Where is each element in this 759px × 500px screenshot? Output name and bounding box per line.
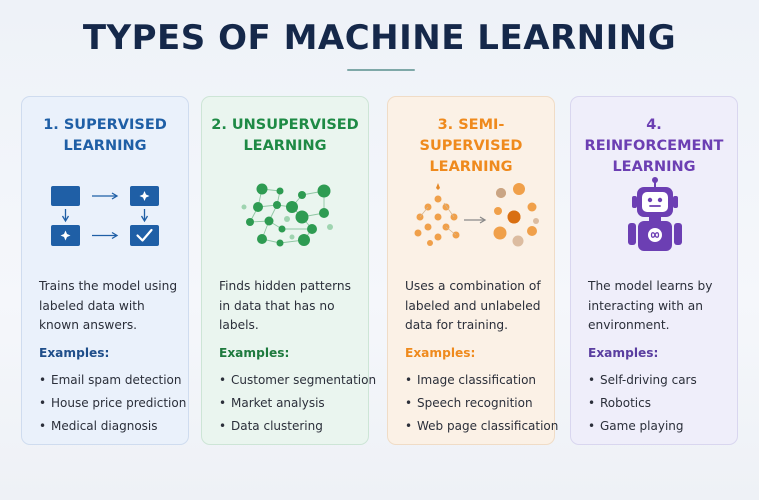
card-title-line1: 2. UNSUPERVISED: [211, 117, 359, 133]
list-item: •Email spam detection: [39, 373, 182, 387]
card-semi-supervised: 3. SEMI-SUPERVISED LEARNING U: [387, 96, 559, 445]
card-title-line1: 3. SEMI-SUPERVISED: [419, 117, 523, 154]
examples-list: •Customer segmentation •Market analysis …: [219, 369, 377, 438]
examples-label: Examples:: [588, 346, 659, 360]
list-item: •Web page classification: [405, 419, 559, 433]
card-title: 4. REINFORCEMENT LEARNING: [575, 115, 733, 178]
list-item: •Self-driving cars: [588, 373, 697, 387]
examples-label: Examples:: [219, 346, 290, 360]
list-item: •Customer segmentation: [219, 373, 377, 387]
card-title-line2: LEARNING: [429, 159, 513, 175]
examples-label: Examples:: [405, 346, 476, 360]
list-item: •Data clustering: [219, 419, 323, 433]
card-title-line1: 4. REINFORCEMENT: [584, 117, 724, 154]
title-underline: [347, 69, 415, 71]
list-item: •Image classification: [405, 373, 537, 387]
card-description: Finds hidden patterns in data that has n…: [219, 279, 352, 332]
list-item: •House price prediction: [39, 396, 187, 410]
examples-list: •Email spam detection •House price predi…: [39, 369, 186, 438]
card-title: 3. SEMI-SUPERVISED LEARNING: [392, 115, 550, 178]
examples-label: Examples:: [39, 346, 110, 360]
list-item: •Market analysis: [219, 396, 325, 410]
card-title-line2: LEARNING: [612, 159, 696, 175]
card-description: Uses a combination of labeled and unlabe…: [405, 279, 541, 332]
list-item: •Speech recognition: [405, 396, 533, 410]
card-supervised: 1. SUPERVISED LEARNING Trains the model …: [21, 96, 189, 445]
list-item: •Robotics: [588, 396, 651, 410]
card-title-line1: 1. SUPERVISED: [43, 117, 167, 133]
card-unsupervised: 2. UNSUPERVISED LEARNING: [201, 96, 377, 445]
card-title: 2. UNSUPERVISED LEARNING: [206, 115, 364, 157]
card-description: The model learns by interacting with an …: [588, 279, 713, 332]
card-title: 1. SUPERVISED LEARNING: [26, 115, 184, 157]
card-title-line2: LEARNING: [63, 138, 147, 154]
card-description: Trains the model using labeled data with…: [39, 279, 178, 332]
labeled-flow-diagram-icon: [51, 186, 159, 246]
examples-list: •Self-driving cars •Robotics •Game playi…: [588, 369, 735, 438]
partial-label-cluster-icon: [414, 183, 539, 247]
card-reinforcement: 4. REINFORCEMENT LEARNING The model lear…: [570, 96, 738, 445]
examples-list: •Image classification •Speech recognitio…: [405, 369, 559, 438]
robot-icon: [628, 177, 682, 251]
list-item: •Medical diagnosis: [39, 419, 158, 433]
card-title-line2: LEARNING: [243, 138, 327, 154]
list-item: •Game playing: [588, 419, 684, 433]
cluster-network-icon: [241, 183, 333, 247]
page-title: TYPES OF MACHINE LEARNING: [82, 18, 677, 58]
